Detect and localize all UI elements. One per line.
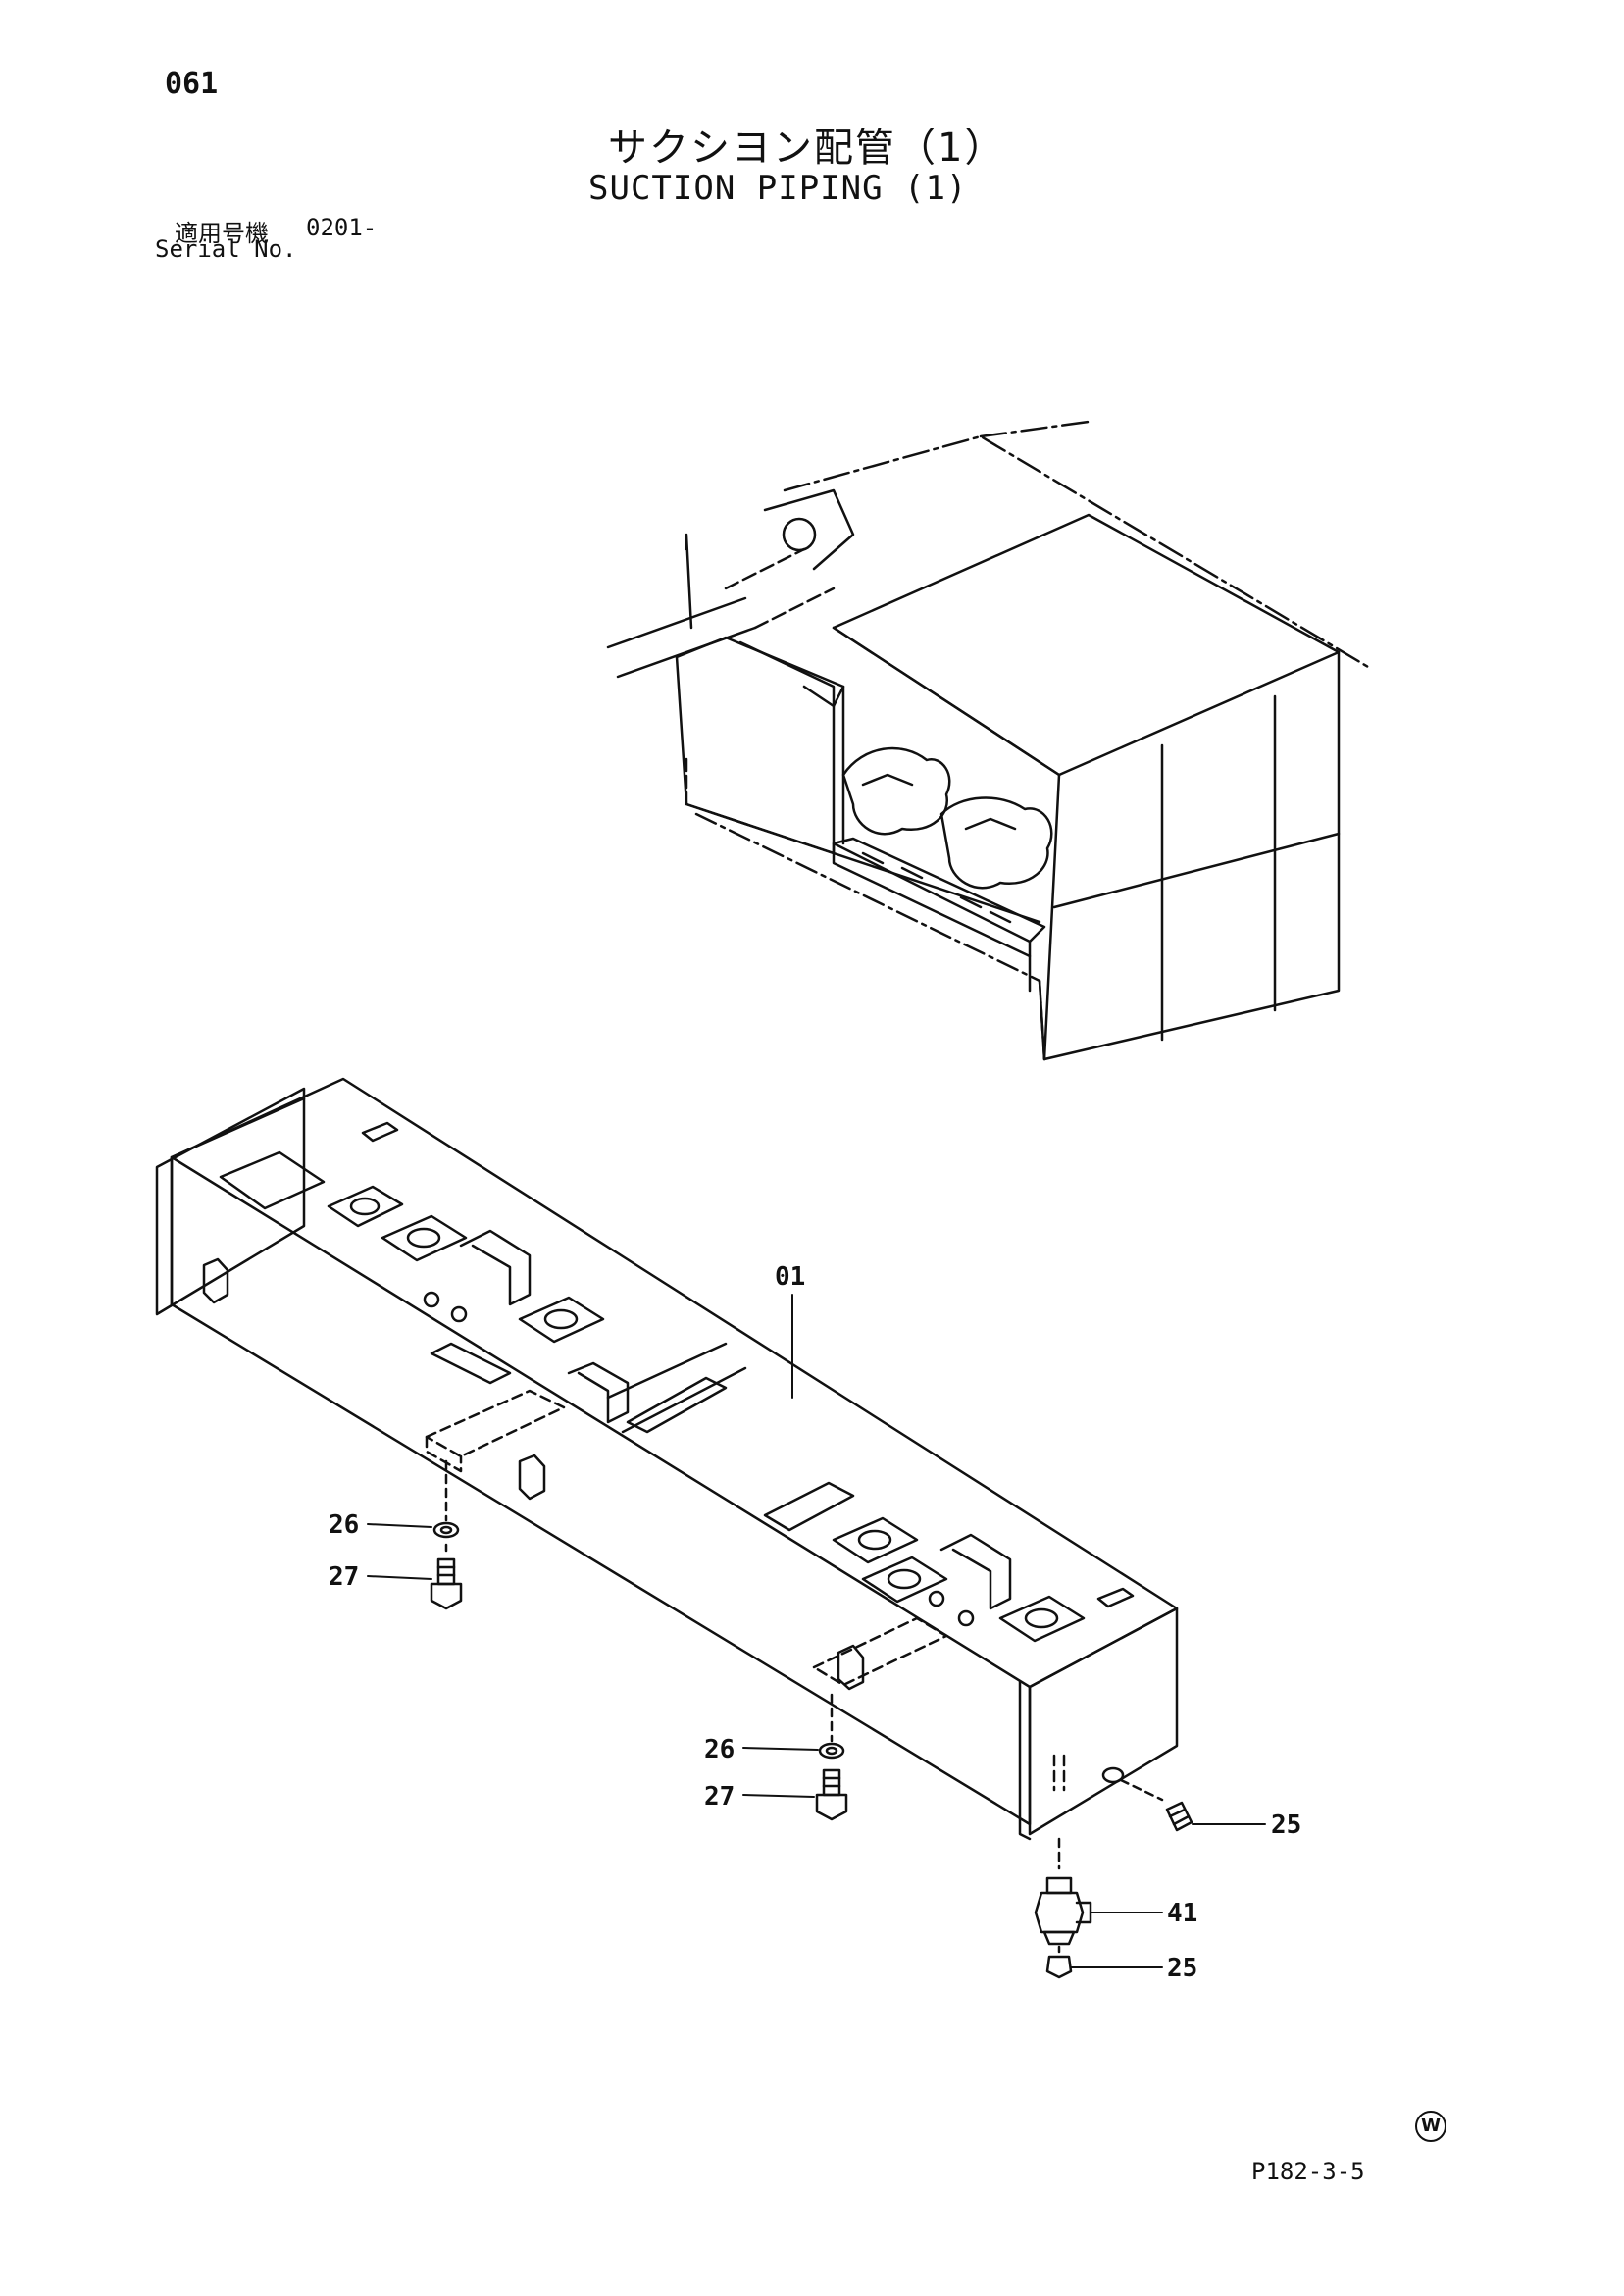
callout-25-a: 25 — [1271, 1811, 1301, 1840]
serial-range: 0201- — [306, 214, 378, 241]
serial-label-japanese: 適用号機 — [175, 220, 269, 247]
serial-label-english: Serial No. — [155, 235, 297, 263]
callout-41: 41 — [1167, 1899, 1197, 1928]
figure-reference: P182-3-5 — [1251, 2158, 1365, 2185]
callout-01: 01 — [775, 1262, 805, 1292]
callout-26-b: 26 — [704, 1735, 735, 1764]
page-number: 061 — [165, 67, 219, 101]
callout-26-a: 26 — [329, 1510, 359, 1540]
manufacturer-logo: W — [1415, 2111, 1446, 2142]
page-title-english: SUCTION PIPING (1) — [588, 169, 968, 208]
callout-25-b: 25 — [1167, 1954, 1197, 1983]
page-title-japanese: サクシヨン配管（1） — [608, 126, 1006, 171]
callout-27-a: 27 — [329, 1562, 359, 1592]
hardware-parts — [430, 1459, 1193, 1979]
leader-lines — [367, 1294, 1266, 1968]
suction-pipe-assembly — [155, 1077, 1179, 1841]
callout-27-b: 27 — [704, 1782, 735, 1811]
callout-labels: 01 26 27 26 27 25 41 25 — [329, 1262, 1301, 1983]
machine-overview-illustration — [606, 420, 1370, 1061]
